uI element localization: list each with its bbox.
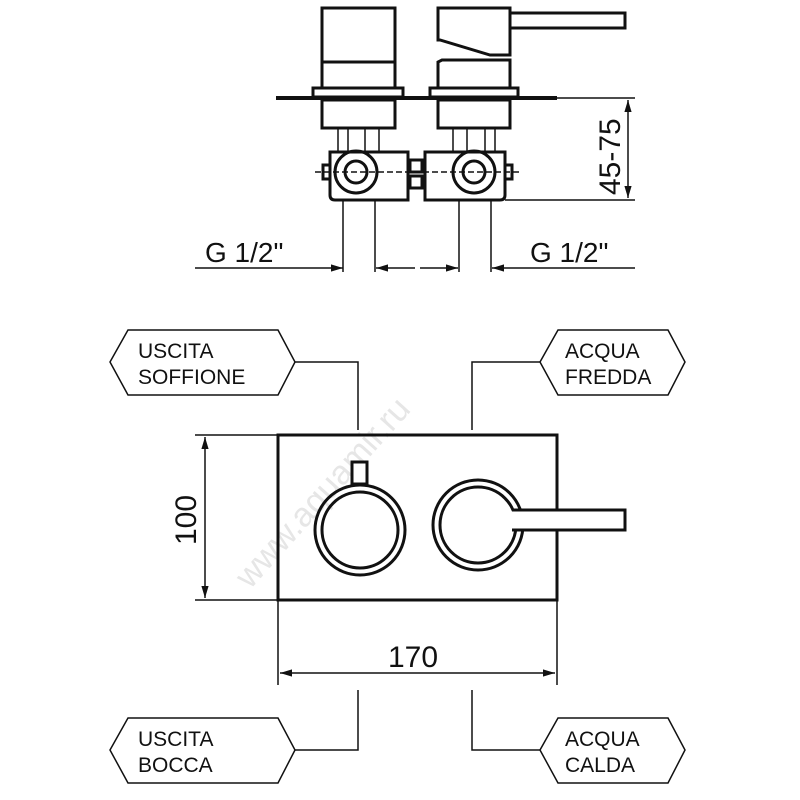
svg-text:SOFFIONE: SOFFIONE (138, 366, 245, 389)
callout-top-right: ACQUA FREDDA (471, 329, 686, 430)
height-dimension-label: 100 (170, 495, 203, 545)
callout-bottom-left: USCITA BOCCA (109, 690, 359, 784)
depth-dimension-label: 45-75 (594, 118, 627, 195)
thread-left-label: G 1/2" (205, 237, 283, 268)
svg-text:ACQUA: ACQUA (565, 728, 640, 751)
front-view: 100 170 (170, 433, 627, 685)
side-view: 45-75 G 1/2" G 1/2" (195, 6, 635, 272)
svg-text:ACQUA: ACQUA (565, 340, 640, 363)
svg-text:CALDA: CALDA (565, 754, 635, 777)
svg-text:BOCCA: BOCCA (138, 754, 213, 777)
svg-text:USCITA: USCITA (138, 728, 213, 751)
callout-bottom-right: ACQUA CALDA (471, 690, 686, 784)
svg-text:FREDDA: FREDDA (565, 366, 651, 389)
width-dimension-label: 170 (388, 641, 438, 674)
callout-top-left: USCITA SOFFIONE (109, 329, 359, 430)
svg-text:USCITA: USCITA (138, 340, 213, 363)
thread-right-label: G 1/2" (530, 237, 608, 268)
